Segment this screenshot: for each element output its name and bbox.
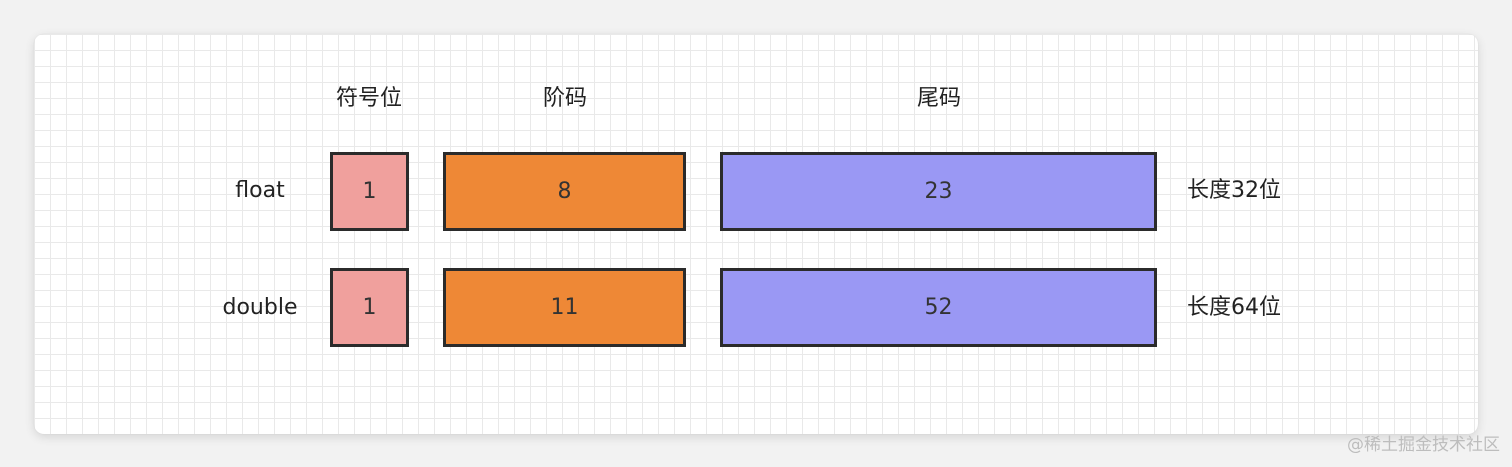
diagram-card (34, 34, 1478, 434)
row-label-float: float (235, 178, 285, 203)
double-length-label: 长度64位 (1187, 295, 1281, 320)
double-sign-bits: 1 (362, 295, 377, 320)
float-sign-box: 1 (330, 152, 409, 231)
float-sign-bits: 1 (362, 179, 377, 204)
row-label-double: double (222, 295, 298, 320)
double-sign-box: 1 (330, 268, 409, 347)
double-exponent-box: 11 (443, 268, 686, 347)
float-mantissa-bits: 23 (924, 179, 953, 204)
double-exponent-bits: 11 (550, 295, 579, 320)
double-mantissa-bits: 52 (924, 295, 953, 320)
float-exponent-bits: 8 (557, 179, 572, 204)
double-mantissa-box: 52 (720, 268, 1157, 347)
float-length-label: 长度32位 (1187, 178, 1281, 203)
header-exponent: 阶码 (542, 86, 588, 111)
header-sign: 符号位 (335, 86, 403, 111)
watermark: @稀土掘金技术社区 (1347, 435, 1500, 455)
header-mantissa: 尾码 (916, 86, 962, 111)
float-exponent-box: 8 (443, 152, 686, 231)
float-mantissa-box: 23 (720, 152, 1157, 231)
